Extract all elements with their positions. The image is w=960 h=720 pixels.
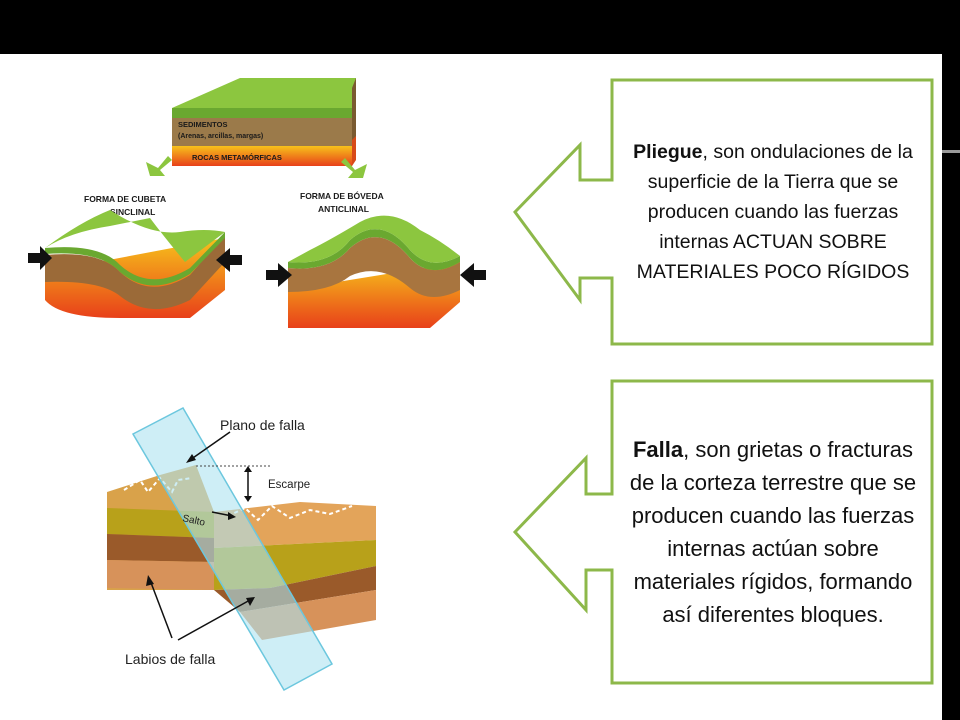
sediment-sub: (Arenas, arcillas, margas) [178, 133, 263, 140]
fold-diagram: SEDIMENTOS (Arenas, arcillas, margas) RO… [28, 78, 486, 328]
push-arrow-left-2-icon [266, 263, 292, 287]
plane-arrow-icon [189, 431, 231, 461]
callout-fold-shape [513, 78, 934, 346]
syncline-label-2: SINCLINAL [110, 207, 155, 217]
fault-definition: , son grietas o fracturas de la corteza … [629, 437, 917, 627]
callout-fault-text: Falla, son grietas o fracturas de la cor… [612, 381, 934, 683]
fold-definition: , son ondulaciones de la superficie de l… [636, 141, 913, 283]
fold-term: Pliegue [633, 141, 703, 163]
arrow-down-right-icon [341, 158, 367, 178]
sediment-block [172, 78, 356, 166]
fault-plane-label: Plano de falla [220, 417, 305, 433]
callout-fault-shape [512, 379, 934, 685]
anticline-label-2: ANTICLINAL [318, 204, 369, 214]
syncline-label-1: FORMA DE CUBETA [84, 194, 166, 204]
lip-arrow-left-icon [149, 579, 173, 639]
scarp-label: Escarpe [268, 479, 310, 491]
arrow-down-left-icon [146, 156, 172, 176]
fault-term: Falla [632, 437, 684, 462]
push-arrow-right-icon [216, 248, 242, 272]
anticline-label-1: FORMA DE BÓVEDA [300, 190, 384, 201]
sediment-title: SEDIMENTOS [178, 120, 227, 129]
slide-edge-line [942, 150, 960, 153]
syncline-block [45, 210, 225, 318]
callout-fold-text: Pliegue, son ondulaciones de la superfic… [612, 80, 934, 344]
fault-diagram: Plano de falla Escarpe Salto Labios de f… [107, 407, 376, 692]
fault-block [107, 407, 376, 692]
fault-lips-label: Labios de falla [125, 651, 216, 667]
metamorphic-label: ROCAS METAMÓRFICAS [192, 153, 282, 162]
lip-arrow-right-icon [177, 599, 251, 641]
anticline-block [288, 215, 460, 328]
push-arrow-left-icon [28, 246, 52, 270]
push-arrow-right-2-icon [460, 263, 486, 287]
throw-label: Salto [181, 513, 206, 529]
